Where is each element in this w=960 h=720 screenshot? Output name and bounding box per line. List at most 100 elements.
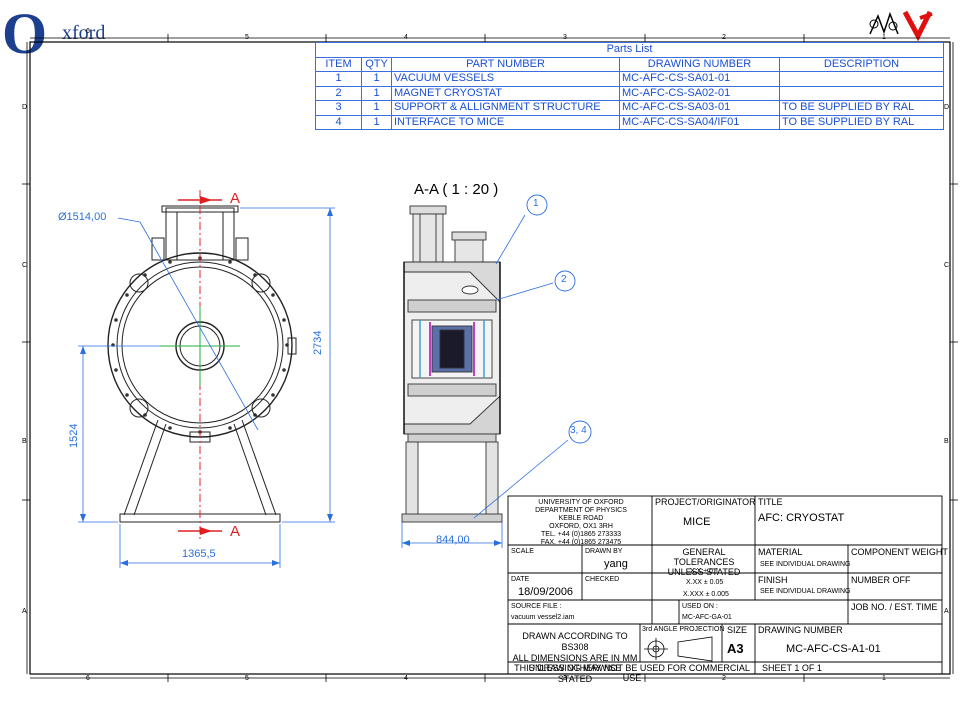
section-view <box>401 205 503 523</box>
tolerance-2: X.XX ± 0.05 <box>686 579 724 586</box>
used-on-label: USED ON : <box>682 603 718 610</box>
cell-description <box>779 85 944 101</box>
balloon-2-label: 2 <box>561 274 567 285</box>
cell-part-number: MAGNET CRYOSTAT <box>391 85 620 101</box>
front-view <box>107 205 297 523</box>
title-label: TITLE <box>758 497 783 507</box>
date-value: 18/09/2006 <box>518 586 574 598</box>
project-label: PROJECT/ORIGINATOR <box>655 497 756 507</box>
zone-top-2: 2 <box>722 34 726 41</box>
commercial-note: THIS DRAWING MAY NOT BE USED FOR COMMERC… <box>514 663 750 683</box>
balloons <box>526 194 592 444</box>
zone-right-c: C <box>944 262 950 269</box>
title-block-grid <box>507 495 943 675</box>
source-file-label: SOURCE FILE : <box>511 603 562 610</box>
section-marker-top: A <box>230 190 241 207</box>
cell-description: TO BE SUPPLIED BY RAL <box>779 100 944 116</box>
cell-part-number: INTERFACE TO MICE <box>391 114 620 130</box>
projection-label: 3rd ANGLE PROJECTION <box>642 626 725 633</box>
project-value: MICE <box>683 516 711 528</box>
zone-top-6: 6 <box>86 28 90 35</box>
zone-top-1: 1 <box>882 34 886 41</box>
mice-logo <box>860 4 955 44</box>
width-label: 1365,5 <box>182 548 216 560</box>
bs308-note: DRAWN ACCORDING TO BS308 ALL DIMENSIONS … <box>512 631 638 685</box>
table-row: 4 1 INTERFACE TO MICE MC-AFC-CS-SA04/IF0… <box>315 114 944 130</box>
org-line: FAX. +44 (0)1865 273475 <box>540 539 622 547</box>
cell-drawing-number: MC-AFC-CS-SA03-01 <box>619 100 780 116</box>
table-row: 1 1 VACUUM VESSELS MC-AFC-CS-SA01-01 <box>315 71 944 87</box>
size-label: SIZE <box>727 625 748 635</box>
zone-bottom-5: 5 <box>245 675 249 682</box>
zone-bottom-4: 4 <box>404 675 408 682</box>
parts-list-header-row: ITEM QTY PART NUMBER DRAWING NUMBER DESC… <box>315 56 944 72</box>
zone-top-5: 5 <box>245 34 249 41</box>
logo-letter: O <box>2 1 48 66</box>
table-row: 3 1 SUPPORT & ALLIGNMENT STRUCTURE MC-AF… <box>315 100 944 116</box>
header-description: DESCRIPTION <box>779 56 944 72</box>
scale-label: SCALE <box>511 548 534 555</box>
organization-address: UNIVERSITY OF OXFORD DEPARTMENT OF PHYSI… <box>512 499 650 547</box>
drawing-number-label: DRAWING NUMBER <box>758 625 843 635</box>
header-drawing-number: DRAWING NUMBER <box>619 56 780 72</box>
cell-item: 4 <box>315 114 362 130</box>
tolerance-3: X.XXX ± 0.005 <box>683 591 729 598</box>
parts-list-table: Parts List ITEM QTY PART NUMBER DRAWING … <box>315 42 944 130</box>
title-value: AFC: CRYOSTAT <box>758 512 845 524</box>
cell-item: 3 <box>315 100 362 116</box>
used-on-value: MC-AFC-GA-01 <box>682 614 732 621</box>
cell-drawing-number: MC-AFC-CS-SA04/IF01 <box>619 114 780 130</box>
zone-top-3: 3 <box>563 34 567 41</box>
cell-qty: 1 <box>361 85 392 101</box>
section-dimensions <box>401 214 569 548</box>
source-file-value: vacuum vessel2.iam <box>511 614 575 621</box>
size-value: A3 <box>727 641 744 656</box>
lower-height-label: 1524 <box>68 423 80 448</box>
cell-item: 2 <box>315 85 362 101</box>
third-angle-projection-icon <box>644 636 713 662</box>
finish-value: SEE INDIVIDUAL DRAWING <box>760 588 851 595</box>
zone-left-d: D <box>22 104 28 111</box>
tolerance-line: UNLESS STATED <box>667 566 741 577</box>
tolerance-1: X.X ± 0.1 <box>690 568 719 575</box>
logo-word: xford <box>62 22 106 44</box>
section-width-label: 844,00 <box>436 534 470 546</box>
cell-drawing-number: MC-AFC-CS-SA02-01 <box>619 85 780 101</box>
cell-description: TO BE SUPPLIED BY RAL <box>779 114 944 130</box>
front-dimensions <box>78 207 335 568</box>
material-value: SEE INDIVIDUAL DRAWING <box>760 561 851 568</box>
tolerance-line: GENERAL TOLERANCES <box>673 547 735 567</box>
mice-logo-icon <box>869 10 933 42</box>
org-line: UNIVERSITY OF OXFORD <box>538 499 624 506</box>
drawing-number-value: MC-AFC-CS-A1-01 <box>786 643 881 655</box>
org-line: DEPARTMENT OF PHYSICS <box>535 507 627 515</box>
drawn-by-value: yang <box>604 558 628 570</box>
oxford-logo: O xford <box>0 1 140 68</box>
section-marker-bottom: A <box>230 523 241 540</box>
cell-qty: 1 <box>361 114 392 130</box>
tolerance-heading: GENERAL TOLERANCES UNLESS STATED <box>654 547 754 578</box>
section-title: A-A ( 1 : 20 ) <box>414 181 499 198</box>
job-no-label: JOB NO. / EST. TIME <box>851 602 938 612</box>
bs-line: DRAWN ACCORDING TO BS308 <box>522 631 628 652</box>
table-row: 2 1 MAGNET CRYOSTAT MC-AFC-CS-SA02-01 <box>315 85 944 101</box>
number-off-label: NUMBER OFF <box>851 575 911 585</box>
zone-left-a: A <box>22 608 27 615</box>
material-label: MATERIAL <box>758 547 803 557</box>
zone-right-a: A <box>944 608 949 615</box>
outer-frame <box>29 41 951 675</box>
parts-list-title: Parts List <box>315 42 944 58</box>
finish-label: FINISH <box>758 575 788 585</box>
date-label: DATE <box>511 576 530 583</box>
cell-description <box>779 71 944 87</box>
balloon-3-4-label: 3, 4 <box>570 425 587 436</box>
height-label: 2734 <box>312 330 324 355</box>
cell-item: 1 <box>315 71 362 87</box>
component-weight-label: COMPONENT WEIGHT <box>851 547 948 557</box>
cell-part-number: SUPPORT & ALLIGNMENT STRUCTURE <box>391 100 620 116</box>
zone-left-b: B <box>22 438 27 445</box>
org-line: TEL. +44 (0)1865 273333 <box>541 531 621 539</box>
drawn-by-label: DRAWN BY <box>585 548 623 555</box>
balloon-1-label: 1 <box>533 198 539 209</box>
